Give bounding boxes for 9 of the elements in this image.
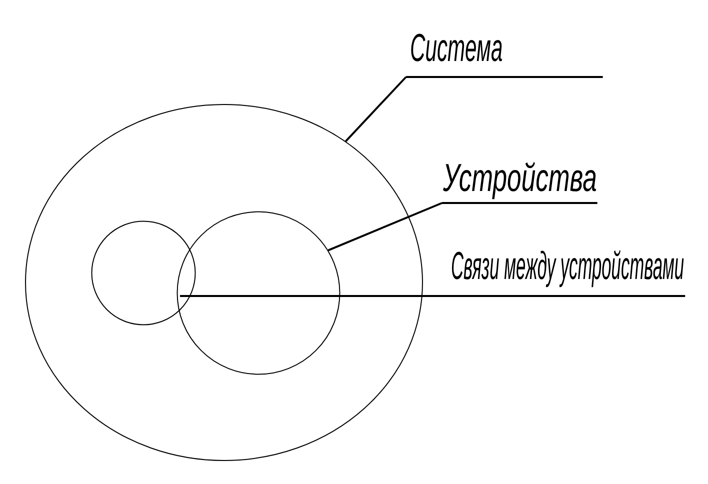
underlined-label: Устройства: [442, 157, 597, 204]
leader-line: [180, 295, 445, 297]
large-circle: [175, 213, 342, 373]
underlined-label: Система: [406, 27, 603, 78]
leader-line: [328, 202, 442, 252]
outer-ellipse: [25, 104, 423, 461]
leader-line: [344, 76, 407, 142]
small-circle: [91, 221, 196, 325]
underlined-label: Связи между устройствами: [445, 245, 685, 297]
